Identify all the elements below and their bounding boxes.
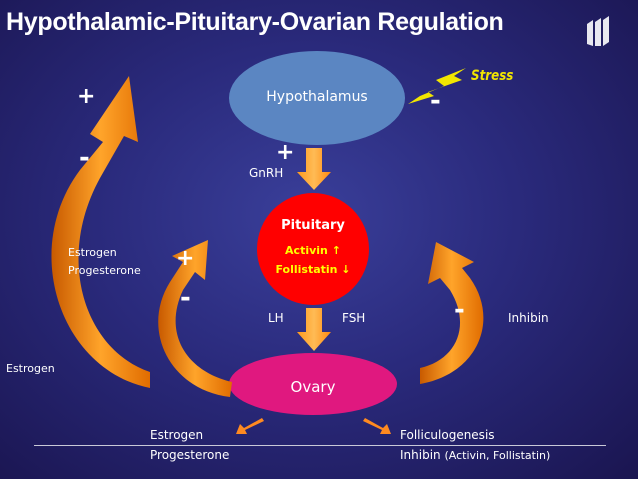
fsh-label: FSH bbox=[342, 311, 366, 325]
minus-sign-inhibin: - bbox=[454, 295, 465, 325]
output-arrow-left bbox=[236, 418, 264, 434]
page-title: Hypothalamic-Pituitary-Ovarian Regulatio… bbox=[6, 8, 504, 36]
logo-mark bbox=[587, 16, 609, 46]
plus-sign-mid-left: + bbox=[176, 246, 195, 271]
hypothalamus-label: Hypothalamus bbox=[266, 89, 368, 105]
estrogen-label-mid: Estrogen bbox=[68, 246, 117, 259]
folliculogenesis-label: Folliculogenesis bbox=[400, 428, 495, 442]
short-feedback-arrow-left bbox=[158, 240, 232, 397]
ovary-node bbox=[229, 353, 397, 415]
estrogen-label-left: Estrogen bbox=[6, 362, 55, 375]
plus-sign-gnrh: + bbox=[276, 140, 295, 165]
gnrh-label: GnRH bbox=[249, 166, 284, 180]
ovary-label: Ovary bbox=[290, 378, 336, 396]
bottom-estrogen-label: Estrogen bbox=[150, 428, 204, 442]
minus-sign-stress: - bbox=[430, 86, 441, 116]
pituitary-node bbox=[257, 193, 369, 305]
stress-label: Stress bbox=[471, 68, 514, 84]
follistatin-label: Follistatin ↓ bbox=[275, 263, 351, 276]
progesterone-label-mid: Progesterone bbox=[68, 264, 141, 277]
minus-sign-top-left: - bbox=[79, 143, 90, 173]
bottom-progesterone-label: Progesterone bbox=[150, 448, 230, 462]
inhibin-bottom-label: Inhibin bbox=[400, 448, 441, 462]
lh-label: LH bbox=[268, 311, 284, 325]
minus-sign-mid-left: - bbox=[180, 283, 191, 313]
inhibin-bottom-line: Inhibin (Activin, Follistatin) bbox=[400, 448, 550, 462]
lightning-bolt-icon bbox=[408, 68, 466, 104]
output-arrow-right bbox=[363, 418, 391, 434]
inhibin-bottom-paren: (Activin, Follistatin) bbox=[444, 449, 551, 462]
hypothalamus-node bbox=[229, 51, 405, 145]
long-feedback-arrow bbox=[51, 76, 150, 388]
bottom-divider bbox=[34, 445, 606, 446]
gnrh-arrow bbox=[297, 148, 331, 190]
plus-sign-top-left: + bbox=[77, 84, 96, 109]
inhibin-feedback-arrow bbox=[420, 242, 484, 384]
inhibin-label: Inhibin bbox=[508, 311, 549, 325]
pituitary-label: Pituitary bbox=[281, 218, 345, 233]
activin-label: Activin ↑ bbox=[285, 244, 341, 257]
lh-fsh-arrow bbox=[297, 308, 331, 351]
